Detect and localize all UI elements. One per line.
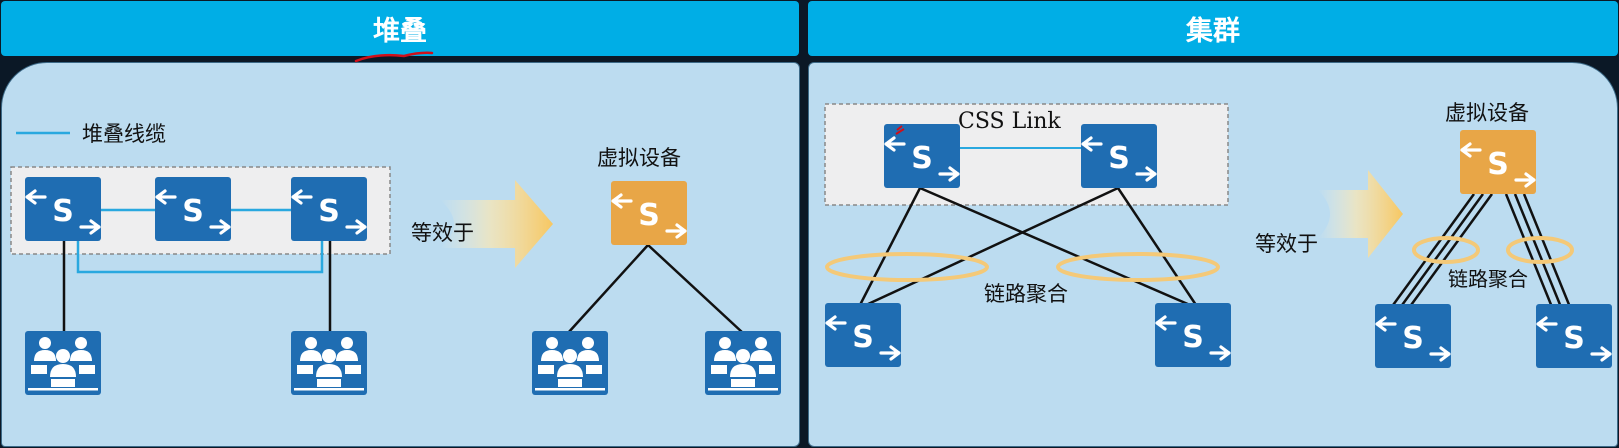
cluster-link-3: [865, 186, 1119, 307]
css-link-label: CSS Link: [958, 109, 1061, 134]
switch-glyph: S: [911, 141, 933, 176]
switch-glyph: S: [182, 194, 204, 229]
cluster-equivalent-label: 等效于: [1255, 232, 1318, 256]
header-stack-label: 堆叠: [373, 16, 427, 47]
virtual-aggregation-ring-left: [1412, 236, 1480, 264]
switch-glyph: S: [1402, 321, 1424, 356]
switch-glyph: S: [1182, 320, 1204, 355]
cluster-aggregation-label: 链路聚合: [984, 282, 1068, 306]
cluster-virtual-device-label: 虚拟设备: [1445, 101, 1529, 125]
cluster-switch-2: S: [1081, 124, 1157, 188]
switch-glyph: S: [318, 194, 340, 229]
virtual-aggregated-links-right: [1504, 193, 1574, 313]
aggregation-ring-right: [1056, 252, 1220, 282]
switch-glyph: S: [852, 320, 874, 355]
cluster-switch-1: S: [884, 124, 960, 188]
stack-switch-2: S: [155, 177, 231, 241]
stack-switch-1: S: [25, 177, 101, 241]
header-cluster-label: 集群: [1186, 16, 1240, 47]
stack-user-group-2: [291, 331, 367, 395]
annotation-mark: [895, 125, 905, 135]
cluster-virtual-aggregation-label: 链路聚合: [1448, 267, 1528, 291]
cluster-link-2: [919, 186, 1191, 307]
aggregation-ring-left: [825, 252, 989, 282]
cluster-access-switch-1: S: [825, 303, 901, 367]
stack-cable-loop: [76, 240, 324, 274]
virtual-aggregated-links-left: [1386, 193, 1494, 313]
header-cluster: 集群: [808, 1, 1618, 56]
stack-switch-3: S: [291, 177, 367, 241]
stack-virtual-device-label: 虚拟设备: [597, 146, 681, 170]
header-stack: 堆叠: [1, 1, 799, 56]
switch-glyph: S: [52, 194, 74, 229]
stack-virtual-switch: S: [611, 181, 687, 245]
virtual-user-group-1: [532, 331, 608, 395]
switch-glyph: S: [638, 198, 660, 233]
annotation-underline: [354, 51, 434, 63]
virtual-user-group-2: [705, 331, 781, 395]
stack-user-group-1: [25, 331, 101, 395]
virtual-link-1: [567, 244, 649, 334]
cluster-access-switch-2: S: [1155, 303, 1231, 367]
legend-cable-label: 堆叠线缆: [82, 122, 166, 146]
cluster-virtual-switch: S: [1460, 130, 1536, 194]
switch-glyph: S: [1487, 147, 1509, 182]
stack-equivalent-label: 等效于: [411, 221, 474, 245]
cluster-virtual-access-switch-1: S: [1375, 304, 1451, 368]
arrow-right-icon: [1318, 170, 1403, 258]
virtual-link-2: [647, 244, 744, 334]
cluster-virtual-access-switch-2: S: [1536, 304, 1612, 368]
virtual-aggregation-ring-right: [1506, 236, 1574, 264]
switch-glyph: S: [1563, 321, 1585, 356]
arrow-right-icon: [440, 180, 553, 268]
switch-glyph: S: [1108, 141, 1130, 176]
cluster-link-4: [1116, 187, 1198, 306]
cluster-link-1: [858, 187, 922, 306]
